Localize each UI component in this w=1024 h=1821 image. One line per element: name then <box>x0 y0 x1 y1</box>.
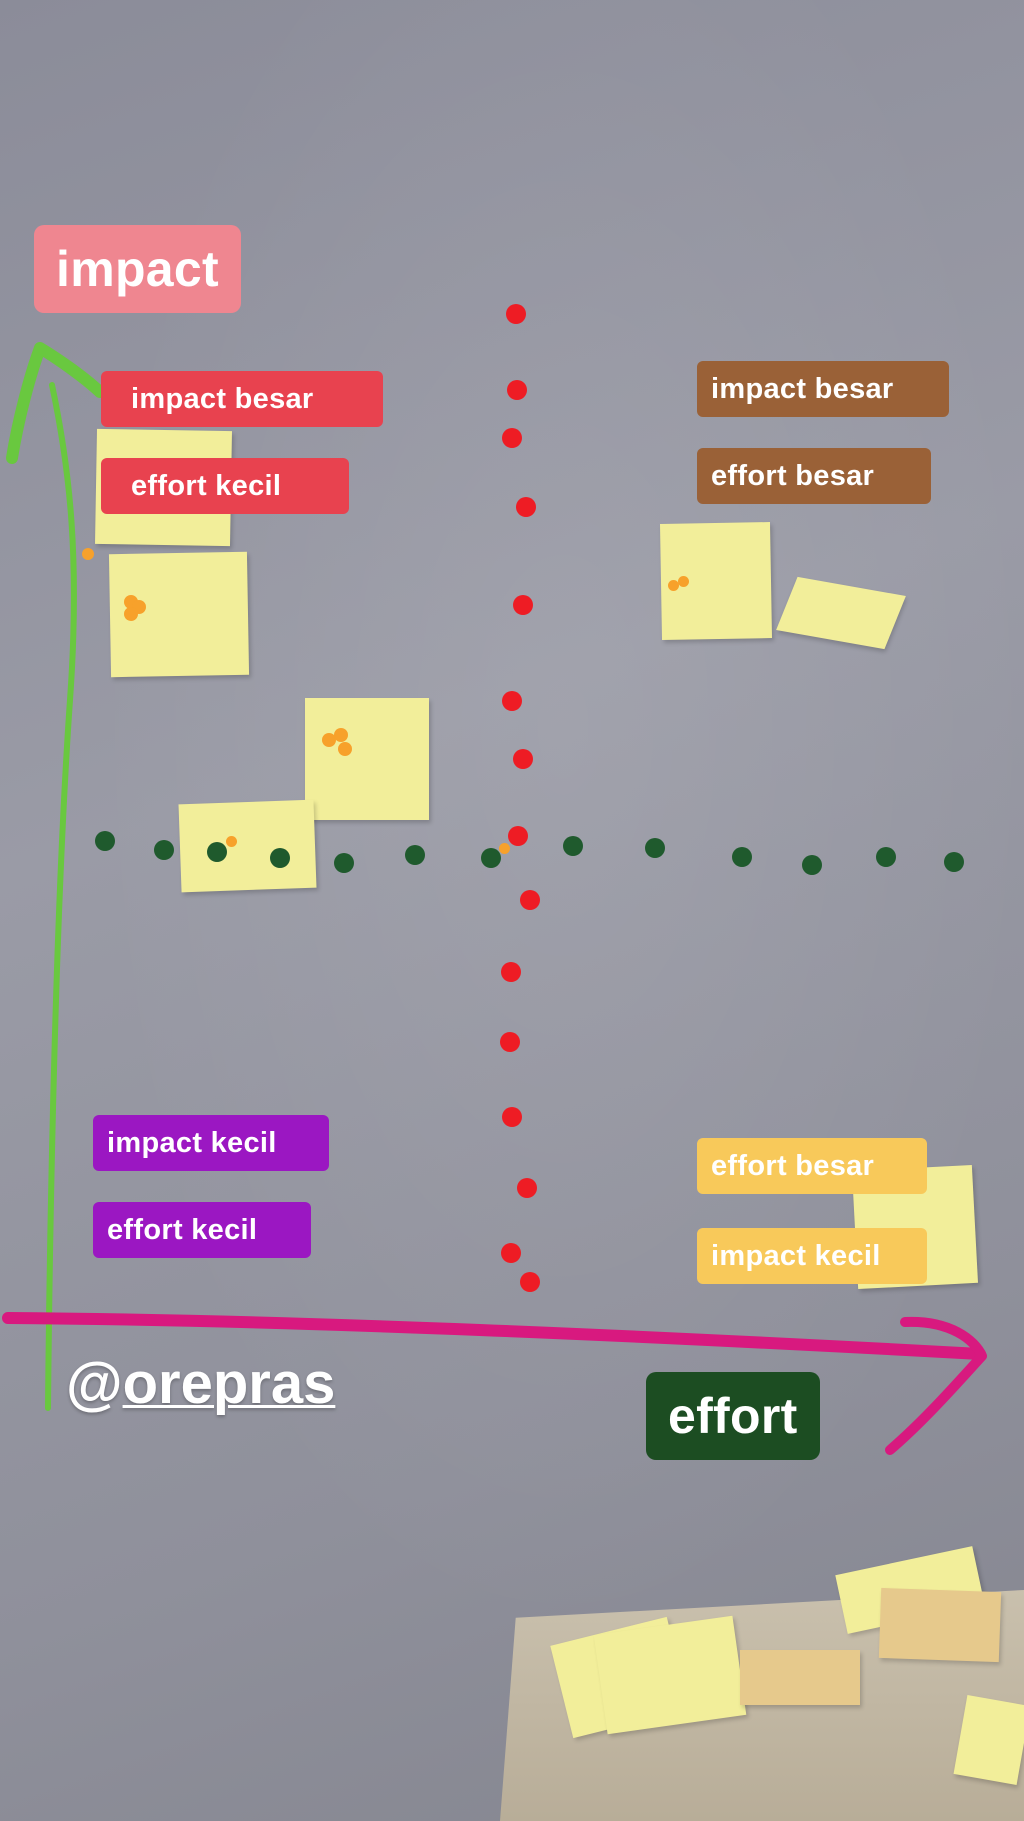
green-divider-dot <box>207 842 227 862</box>
red-divider-dot <box>513 749 533 769</box>
impact-axis-arrowhead <box>6 342 106 464</box>
author-handle: @orepras <box>66 1350 335 1417</box>
green-divider-dot <box>876 847 896 867</box>
vote-dot <box>499 843 510 854</box>
green-divider-dot <box>732 847 752 867</box>
red-divider-dot <box>513 595 533 615</box>
green-divider-dot <box>645 838 665 858</box>
green-divider-dot <box>334 853 354 873</box>
red-divider-dot <box>501 1243 521 1263</box>
green-divider-dot <box>802 855 822 875</box>
effort-axis-arrow <box>2 1312 986 1360</box>
quadrant-low-impact-low-effort-impact-tag: impact kecil <box>93 1115 329 1171</box>
red-divider-dot <box>502 1107 522 1127</box>
red-divider-dot <box>520 890 540 910</box>
vote-dot <box>124 607 138 621</box>
vote-dot <box>668 580 679 591</box>
red-divider-dot <box>508 826 528 846</box>
red-divider-dot <box>506 304 526 324</box>
sticky-note-pile <box>740 1650 860 1705</box>
green-divider-dot <box>563 836 583 856</box>
green-divider-dot <box>481 848 501 868</box>
vote-dot <box>82 548 94 560</box>
quadrant-low-impact-low-effort-effort-tag: effort kecil <box>93 1202 311 1258</box>
green-divider-dot <box>405 845 425 865</box>
impact-axis-arrow <box>45 382 77 1411</box>
red-divider-dot <box>501 962 521 982</box>
green-divider-dot <box>944 852 964 872</box>
green-divider-dot <box>154 840 174 860</box>
red-divider-dot <box>516 497 536 517</box>
red-divider-dot <box>520 1272 540 1292</box>
quadrant-high-impact-low-effort-effort-tag: effort kecil <box>101 458 349 514</box>
red-divider-dot <box>517 1178 537 1198</box>
green-divider-dot <box>95 831 115 851</box>
sticky-note <box>305 698 429 820</box>
effort-axis-arrowhead <box>885 1316 987 1455</box>
handle-username: orepras <box>122 1351 336 1416</box>
red-divider-dot <box>502 691 522 711</box>
vote-dot <box>334 728 348 742</box>
quadrant-high-impact-high-effort-impact-tag: impact besar <box>697 361 949 417</box>
quadrant-high-impact-high-effort-effort-tag: effort besar <box>697 448 931 504</box>
red-divider-dot <box>502 428 522 448</box>
vote-dot <box>678 576 689 587</box>
quadrant-high-impact-low-effort-impact-tag: impact besar <box>101 371 383 427</box>
vote-dot <box>322 733 336 747</box>
vote-dot <box>338 742 352 756</box>
red-divider-dot <box>507 380 527 400</box>
impact-axis-label: impact <box>34 225 241 313</box>
green-divider-dot <box>270 848 290 868</box>
red-divider-dot <box>500 1032 520 1052</box>
handle-at-sign: @ <box>66 1351 123 1416</box>
quadrant-low-impact-high-effort-impact-tag: impact kecil <box>697 1228 927 1284</box>
effort-axis-label: effort <box>646 1372 820 1460</box>
vote-dot <box>226 836 237 847</box>
quadrant-low-impact-high-effort-effort-tag: effort besar <box>697 1138 927 1194</box>
